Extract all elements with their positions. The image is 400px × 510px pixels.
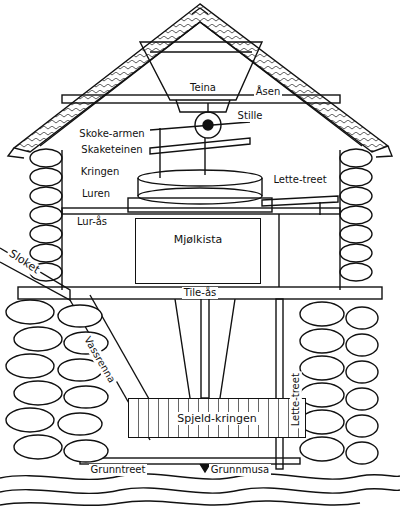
part-label: Luren (80, 188, 112, 200)
wheel-box: Spjeld-kringen (128, 398, 306, 438)
node-text: Spjeld-kringen (174, 412, 259, 425)
part-label: Skaketeinen (79, 144, 144, 156)
part-label: Lette-treet (290, 371, 302, 428)
part-label: Stille (236, 110, 265, 122)
part-label: Grunntreet (89, 464, 148, 476)
part-label: Kringen (79, 166, 122, 178)
part-label: Grunnmusa (209, 464, 271, 476)
part-label: Teina (188, 82, 218, 94)
part-label: Åsen (254, 86, 283, 98)
part-label: Skoke-armen (77, 128, 146, 140)
node-text: Mjølkista (171, 233, 226, 246)
part-label: Lur-ås (75, 216, 109, 228)
part-label: Tile-ås (182, 287, 218, 299)
milk-chest-box: Mjølkista (135, 218, 261, 284)
part-label: Sloket (5, 246, 44, 277)
part-label: Lette-treet (271, 174, 328, 186)
